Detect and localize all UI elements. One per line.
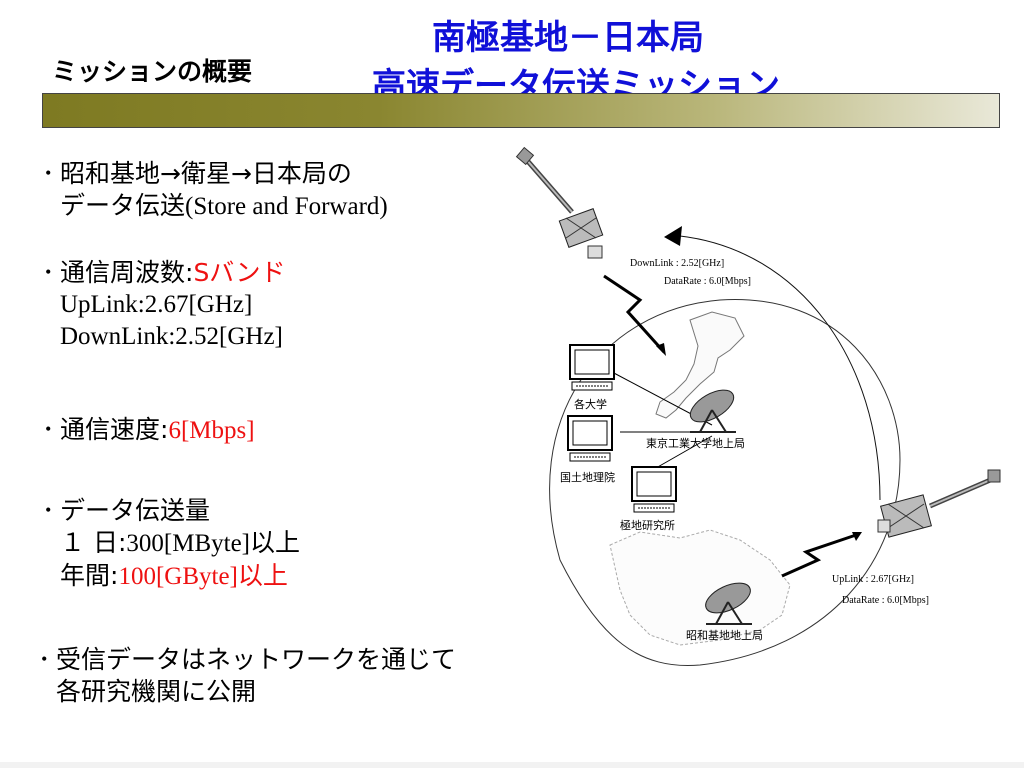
volume-day-label: １ 日 [60, 528, 118, 557]
uplink-label: UpLink : 2.67[GHz] [832, 574, 914, 585]
slide-title-line-1: 南極基地－日本局 [432, 18, 704, 58]
tokyo-tech-antenna-icon [689, 389, 736, 433]
computer-gsi-icon [567, 415, 613, 462]
satellite-top-icon [515, 146, 604, 259]
uplink-rate-label: DataRate : 6.0[Mbps] [842, 595, 929, 606]
bullet-volume: ･データ伝送量 １ 日:300[MByte]以上 年間:100[GByte]以上 [42, 496, 301, 590]
downlink-lightning-icon [603, 274, 666, 354]
uplink-lightning-icon [781, 533, 857, 578]
volume-day-value: 300[MByte] [126, 530, 250, 557]
bullet-data-transfer: ･昭和基地→衛星→日本局の データ伝送(Store and Forward) [42, 159, 388, 220]
node-nipr-label: 極地研究所 [620, 519, 675, 532]
speed-colon: : [160, 415, 169, 444]
bullet-speed: ･通信速度:6[Mbps] [42, 415, 255, 444]
speed-label: 通信速度 [60, 415, 161, 444]
antarctica-map [609, 529, 791, 646]
volume-label: データ伝送量 [60, 496, 211, 525]
publication-line-1: 受信データはネットワークを通じて [56, 645, 457, 674]
section-label: ミッションの概要 [52, 57, 253, 86]
bullet-1-line-1: 昭和基地→衛星→日本局の [60, 159, 352, 188]
bullet-frequency: ･通信周波数:Sバンド UpLink:2.67[GHz] DownLink:2.… [42, 257, 286, 353]
volume-day-suffix: 以上 [250, 528, 301, 557]
computer-nipr-icon [631, 466, 677, 513]
orbit-arrow-icon [664, 226, 682, 246]
satellite-bottom-icon [877, 469, 1001, 538]
bullet-publication: ･受信データはネットワークを通じて 各研究機関に公開 [38, 645, 457, 706]
volume-day-colon: : [117, 528, 127, 557]
syowa-antenna-icon [705, 582, 752, 625]
orbit-arc [679, 235, 881, 501]
downlink-rate-label: DataRate : 6.0[Mbps] [664, 276, 751, 287]
bullet-1-store-forward: (Store and Forward) [185, 193, 388, 220]
node-tokyo-tech-label: 東京工業大学地上局 [646, 437, 745, 450]
publication-line-2: 各研究機関に公開 [56, 677, 257, 706]
japan-map [655, 311, 745, 419]
speed-value: 6[Mbps] [168, 417, 255, 444]
downlink-text: DownLink:2.52[GHz] [60, 323, 283, 350]
uplink-text: UpLink:2.67[GHz] [60, 291, 253, 318]
volume-year-colon: : [110, 561, 119, 590]
volume-year-label: 年間 [60, 561, 111, 590]
node-syowa-label: 昭和基地地上局 [686, 629, 763, 642]
footer-strip [0, 762, 1024, 768]
node-gsi-label: 国土地理院 [560, 471, 615, 484]
downlink-label: DownLink : 2.52[GHz] [630, 258, 725, 269]
frequency-band-value: Sバンド [193, 258, 286, 287]
computer-universities-icon [569, 344, 615, 391]
frequency-label: 通信周波数: [60, 258, 194, 287]
node-universities-label: 各大学 [574, 398, 607, 411]
volume-year-value: 100[GByte]以上 [118, 563, 288, 590]
header-bar [42, 93, 1000, 128]
bullet-1-line-2: データ伝送 [60, 191, 186, 220]
